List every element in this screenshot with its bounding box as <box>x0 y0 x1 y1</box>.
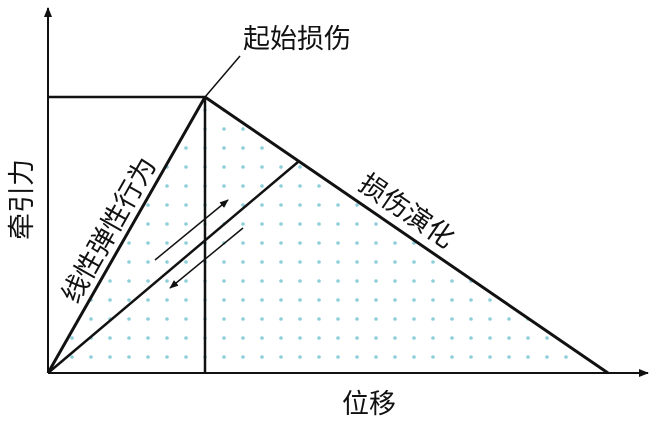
reload-arrow <box>154 199 229 261</box>
unloading-line <box>47 161 299 374</box>
damage-evolution-line <box>204 95 609 375</box>
linear-elastic-line <box>46 96 207 374</box>
unload-arrow <box>169 227 244 289</box>
initial-damage-label: 起始损伤 <box>243 24 351 55</box>
x-axis-label: 位移 <box>342 389 396 420</box>
y-axis-label: 牵引力 <box>7 159 38 240</box>
initial-damage-leader <box>204 55 241 98</box>
